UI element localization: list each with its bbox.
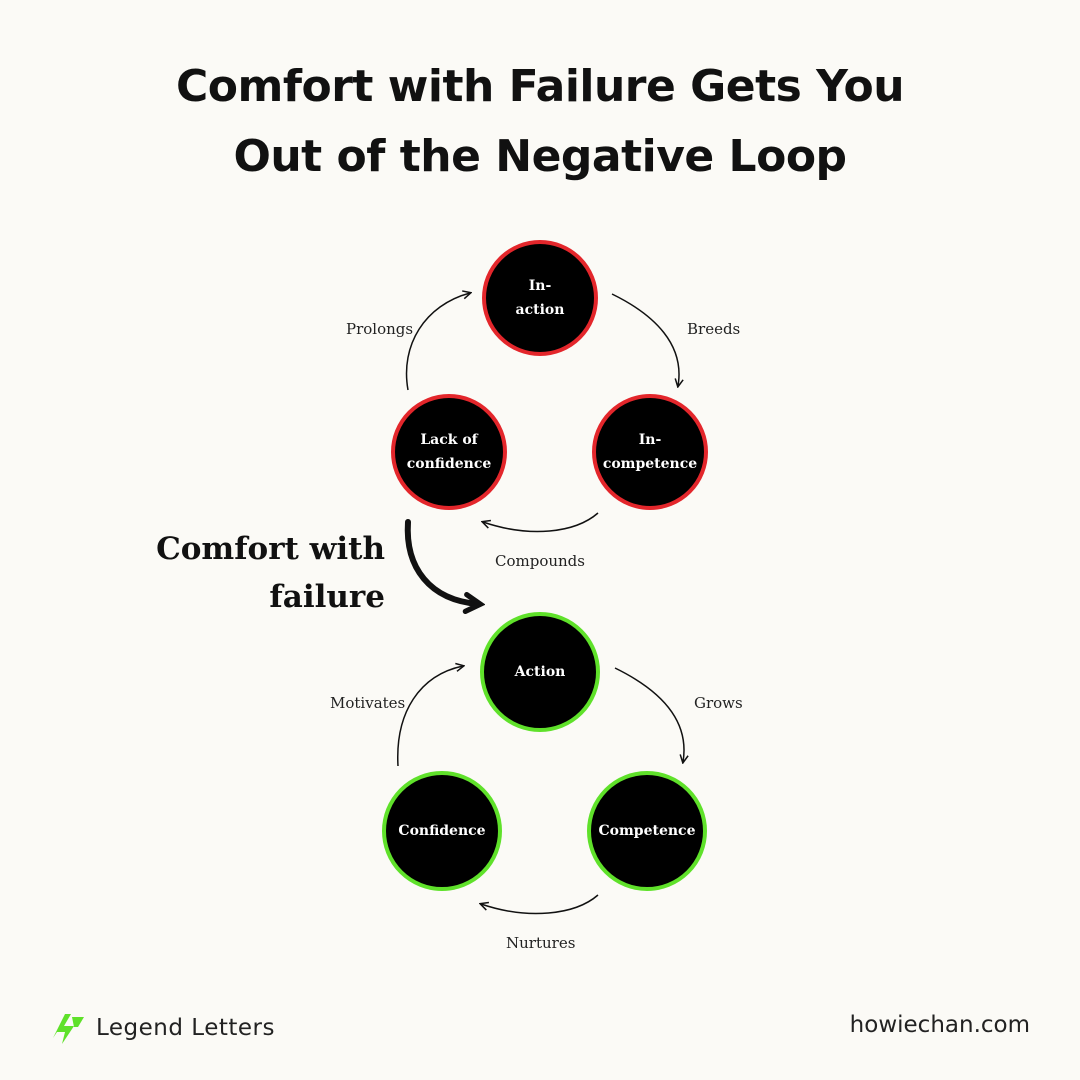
edge-label-nurtures: Nurtures <box>506 934 576 952</box>
page-title: Comfort with Failure Gets You Out of the… <box>0 52 1080 192</box>
node-confidence-label: Confidence <box>398 823 486 839</box>
node-lack-of-confidence: Lack of confidence <box>391 394 507 510</box>
node-confidence: Confidence <box>382 771 502 891</box>
transition-label: Comfort with failure <box>156 531 385 615</box>
arrow-breeds <box>611 293 679 386</box>
arrow-comfort-with-failure <box>404 519 478 604</box>
arrow-grows <box>614 667 684 762</box>
edge-label-breeds: Breeds <box>687 320 741 338</box>
arrow-compounds <box>483 512 599 533</box>
brand-name: Legend Letters <box>96 1015 275 1041</box>
arrow-prolongs <box>405 293 470 391</box>
lightning-bolt-icon <box>53 1014 84 1044</box>
arrow-nurtures <box>481 894 599 915</box>
node-lack-of-confidence-label: Lack of confidence <box>406 432 492 472</box>
edge-label-prolongs: Prolongs <box>346 320 414 338</box>
node-competence: Competence <box>587 771 707 891</box>
title-line-1: Comfort with Failure Gets You <box>175 61 905 112</box>
node-competence-label: Competence <box>598 823 696 839</box>
node-action: Action <box>480 612 600 732</box>
edge-label-motivates: Motivates <box>330 694 406 712</box>
brand: Legend Letters <box>50 1008 275 1048</box>
website-label: howiechan.com <box>849 1012 1030 1038</box>
edge-label-compounds: Compounds <box>495 552 585 570</box>
node-inaction-label: In- action <box>515 278 565 318</box>
node-incompetence: In- competence <box>592 394 708 510</box>
arrow-motivates <box>397 666 463 767</box>
edge-label-grows: Grows <box>694 694 743 712</box>
node-incompetence-label: In- competence <box>602 432 698 472</box>
title-line-2: Out of the Negative Loop <box>233 131 847 182</box>
node-inaction: In- action <box>482 240 598 356</box>
node-action-label: Action <box>514 664 566 680</box>
